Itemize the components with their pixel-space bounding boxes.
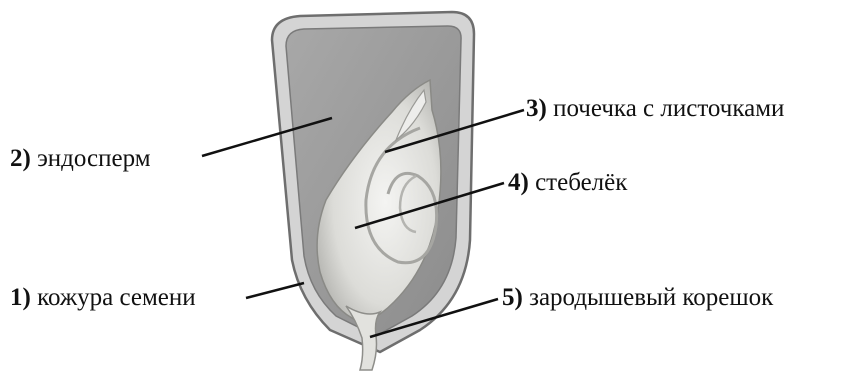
label-number: 4) xyxy=(508,169,529,196)
label-text: кожура семени xyxy=(37,284,196,311)
label-seed-coat: 1) кожура семени xyxy=(10,285,196,310)
label-bud-with-leaves: 3) почечка с листочками xyxy=(526,96,784,121)
label-endosperm: 2) эндосперм xyxy=(10,146,151,171)
label-radicle: 5) зародышевый корешок xyxy=(502,285,773,310)
label-text: эндосперм xyxy=(37,145,150,172)
label-number: 3) xyxy=(526,95,547,122)
label-number: 1) xyxy=(10,284,31,311)
label-text: зародышевый корешок xyxy=(529,284,773,311)
label-text: почечка с листочками xyxy=(553,95,784,122)
label-stem: 4) стебелёк xyxy=(508,170,627,195)
label-number: 2) xyxy=(10,145,31,172)
label-number: 5) xyxy=(502,284,523,311)
leader-line-1 xyxy=(246,283,304,298)
label-text: стебелёк xyxy=(535,169,627,196)
